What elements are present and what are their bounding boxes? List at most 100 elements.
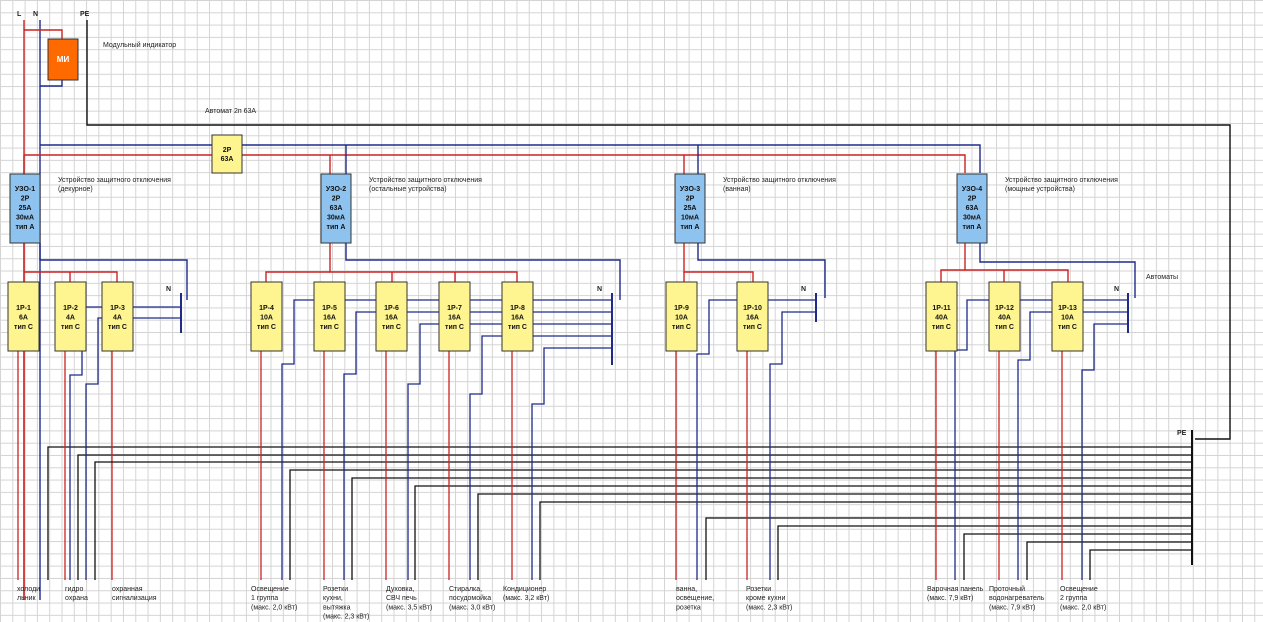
load-label-line: (макс. 2,3 кВт) [746, 604, 792, 611]
circuit-wiring [17, 299, 1192, 580]
load-label-line: (макс. 2,3 кВт) [323, 614, 369, 621]
load-label-11: Варочная панель(макс. 7,9 кВт) [927, 586, 984, 602]
circuit-pe-wire [77, 454, 1192, 580]
breaker-box [665, 281, 698, 352]
circuit-pe-wire [351, 477, 1192, 580]
circuit-pe-wire [289, 469, 1192, 580]
breaker-label-line: 16A [385, 315, 398, 322]
breaker-box [925, 281, 958, 352]
breaker-label-line: 16A [323, 315, 336, 322]
rcd-box [956, 173, 988, 244]
rcd-label-line: 2P [686, 196, 695, 203]
rcd-label-line: 2P [968, 196, 977, 203]
load-label-line: розетка [676, 604, 701, 611]
breaker-label-line: тип C [1058, 324, 1077, 331]
breaker-box [988, 281, 1021, 352]
breaker-label-line: 16A [746, 315, 759, 322]
circuit-pe-wire [94, 461, 1192, 580]
load-label-line: вытяжка [323, 604, 351, 611]
load-label-line: (макс. 7,9 кВт) [927, 595, 973, 602]
breaker-label-line: 1P-9 [674, 305, 689, 312]
rcd-label-line: 30мА [963, 215, 981, 222]
load-label-line: 1 группа [251, 595, 278, 602]
main-breaker-box [211, 134, 243, 174]
breaker-box [54, 281, 87, 352]
load-label-10: Розетки кроме кухни (макс. 2,3 кВт) [746, 586, 792, 611]
circuit-pe-wire [477, 493, 1192, 580]
neutral-bus-label: N [801, 286, 806, 293]
circuit-pe-wire [1089, 549, 1192, 580]
load-label-line: гидро [65, 586, 83, 593]
breaker-label-line: тип C [257, 324, 276, 331]
load-label-line: охрана [65, 595, 88, 602]
indicator-caption: Модульный индикатор [103, 41, 176, 49]
breaker-box [250, 281, 283, 352]
main-breaker: 2P 63A [211, 134, 243, 174]
circuit-neutral-wire [769, 311, 816, 580]
load-label-line: холоди [17, 586, 40, 593]
breaker-label-line: 6A [19, 315, 28, 322]
breaker-label-line: 1P-6 [384, 305, 399, 312]
breaker-label-line: 1P-8 [510, 305, 525, 312]
load-label-line: Розетки [323, 586, 348, 593]
breaker-label-line: 16A [448, 315, 461, 322]
breaker-label-line: 40A [998, 315, 1011, 322]
load-label-line: Проточный [989, 585, 1025, 593]
breaker-box [101, 281, 134, 352]
breaker-label-line: 1P-4 [259, 305, 274, 312]
load-label-line: СВЧ печь [386, 595, 417, 602]
load-label-line: (макс. 2,0 кВт) [1060, 604, 1106, 611]
breaker-label-line: 1P-2 [63, 305, 78, 312]
rcd-description: Устройство защитного отключения [723, 176, 836, 184]
breaker-box [1051, 281, 1084, 352]
breaker-label-line: тип C [508, 324, 527, 331]
circuit-pe-wire [414, 485, 1192, 580]
rcd-label-line: 2P [21, 196, 30, 203]
load-label-6: Духовка,СВЧ печь(макс. 3,5 кВт) [386, 586, 432, 611]
load-label-9: ванна,освещение,розетка [676, 586, 714, 611]
rcd-label-line: 25A [684, 205, 697, 212]
indicator-label: МИ [57, 55, 70, 64]
load-label-line: Стиралка, [449, 586, 482, 593]
rcd-description: (ванная) [723, 186, 751, 193]
rcd-label-line: тип А [963, 224, 982, 231]
load-label-line: водонагреватель [989, 595, 1045, 602]
breaker-label-line: 10A [1061, 315, 1074, 322]
rcd-description: Устройство защитного отключения [58, 176, 171, 184]
breaker-box [736, 281, 769, 352]
terminal-pe: PE [80, 11, 90, 18]
rcd-label-line: тип А [327, 224, 346, 231]
load-label-line: кроме кухни [746, 595, 786, 602]
breaker-label-line: 1P-12 [995, 305, 1014, 312]
breaker-2: 1P-2 4A тип C [54, 281, 87, 352]
terminal-l: L [17, 11, 22, 18]
breaker-label-line: тип C [14, 324, 33, 331]
circuit-pe-wire [1026, 541, 1192, 580]
load-label-line: (макс. 3,2 кВт) [503, 595, 549, 602]
rcd-label-line: 10мА [681, 215, 699, 222]
load-label-line: сигнализация [112, 595, 157, 602]
circuit-neutral-wire [85, 317, 181, 580]
rcd-label-line: 63A [966, 205, 979, 212]
load-label-12: Проточный водонагреватель (макс. 7,9 кВт) [989, 585, 1045, 611]
breaker-label-line: 4A [66, 315, 75, 322]
circuit-pe-wire [777, 525, 1192, 580]
load-label-line: Розетки [746, 586, 771, 593]
breaker-label-line: 40A [935, 315, 948, 322]
breaker-label-line: тип C [61, 324, 80, 331]
load-label-line: (макс. 3,0 кВт) [449, 604, 495, 611]
load-label-line: (макс. 7,9 кВт) [989, 604, 1035, 611]
